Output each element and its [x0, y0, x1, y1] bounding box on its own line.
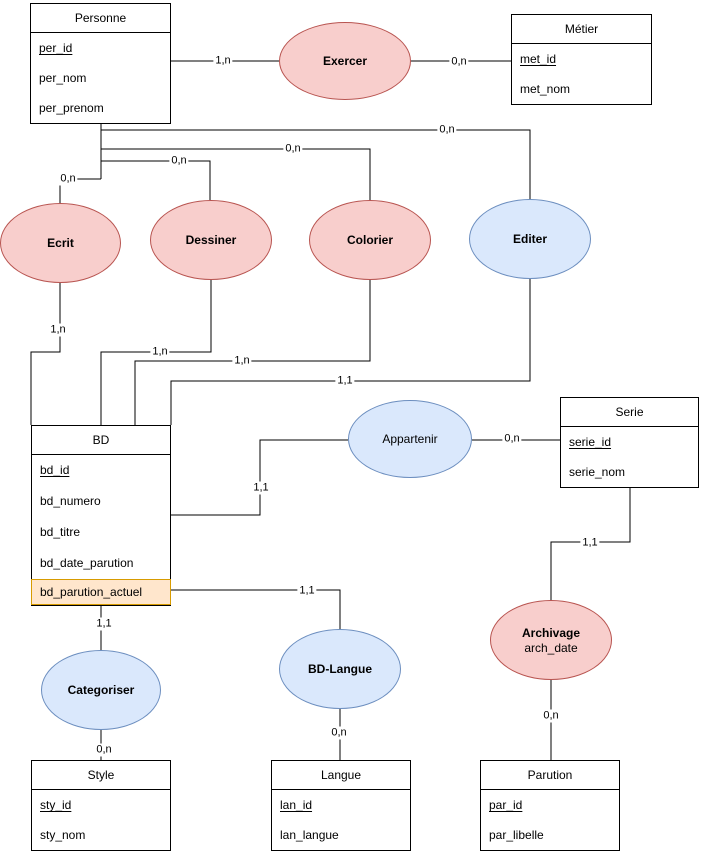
- cardinality-personne-editer: 0,n: [437, 123, 457, 137]
- entity-parution[interactable]: Parution par_id par_libelle: [480, 760, 620, 851]
- relation-categoriser[interactable]: Categoriser: [41, 650, 161, 730]
- entity-bd-title: BD: [32, 426, 170, 455]
- attr-lan-id: lan_id: [280, 798, 313, 812]
- cardinality-editer-bd: 1,1: [335, 374, 355, 388]
- cardinality-personne-ecrit: 0,n: [58, 172, 78, 186]
- attr-serie-nom: serie_nom: [569, 465, 626, 479]
- cardinality-exercer-metier: 0,n: [449, 55, 469, 69]
- relation-appartenir[interactable]: Appartenir: [348, 400, 472, 478]
- connector-colorier-bd: [134, 280, 371, 425]
- connector-personne-colorier: [101, 148, 371, 200]
- connector-ecrit-bd: [30, 283, 61, 425]
- cardinality-dessiner-bd: 1,n: [150, 345, 170, 359]
- attr-lan-langue: lan_langue: [280, 828, 339, 842]
- attr-bd-titre: bd_titre: [40, 525, 81, 539]
- relation-dessiner-label: Dessiner: [185, 232, 237, 247]
- relation-archivage[interactable]: Archivage arch_date: [490, 600, 612, 680]
- entity-langue[interactable]: Langue lan_id lan_langue: [271, 760, 411, 851]
- relation-exercer-label: Exercer: [322, 53, 368, 68]
- entity-langue-title: Langue: [272, 761, 410, 790]
- attr-bd-id: bd_id: [40, 463, 70, 477]
- entity-personne-title: Personne: [31, 4, 170, 33]
- connector-personne-dessiner: [101, 160, 211, 200]
- cardinality-bd-bdlangue: 1,1: [297, 584, 317, 598]
- cardinality-bdlangue-langue: 0,n: [329, 726, 349, 740]
- relation-editer-label: Editer: [512, 231, 547, 246]
- relation-appartenir-label: Appartenir: [382, 431, 438, 446]
- cardinality-colorier-bd: 1,n: [232, 354, 252, 368]
- relation-ecrit-label: Ecrit: [47, 235, 74, 250]
- attr-per-nom: per_nom: [39, 71, 87, 85]
- relation-bd-langue[interactable]: BD-Langue: [279, 629, 401, 709]
- connector-bd-appartenir: [171, 439, 348, 516]
- attr-sty-nom: sty_nom: [40, 828, 86, 842]
- cardinality-personne-exercer: 1,n: [213, 54, 233, 68]
- cardinality-appartenir-serie: 0,n: [502, 432, 522, 446]
- attr-bd-date-parution: bd_date_parution: [40, 556, 134, 570]
- cardinality-personne-dessiner: 0,n: [169, 154, 189, 168]
- entity-serie-title: Serie: [561, 398, 698, 427]
- cardinality-personne-colorier: 0,n: [283, 142, 303, 156]
- entity-serie[interactable]: Serie serie_id serie_nom: [560, 397, 699, 488]
- entity-parution-title: Parution: [481, 761, 619, 790]
- relation-bd-langue-label: BD-Langue: [308, 661, 372, 676]
- entity-metier-title: Métier: [512, 15, 651, 44]
- attr-bd-parution-actuel-highlighted: bd_parution_actuel: [31, 579, 171, 605]
- relation-exercer[interactable]: Exercer: [279, 22, 411, 100]
- relation-archivage-attribute: arch_date: [524, 640, 578, 655]
- attr-par-libelle: par_libelle: [489, 828, 544, 842]
- attr-sty-id: sty_id: [40, 798, 72, 812]
- connector-personne-editer: [101, 129, 531, 199]
- attr-met-id: met_id: [520, 52, 557, 66]
- relation-ecrit[interactable]: Ecrit: [0, 203, 121, 283]
- cardinality-bd-appartenir: 1,1: [251, 481, 271, 495]
- entity-metier[interactable]: Métier met_id met_nom: [511, 14, 652, 105]
- attr-per-id: per_id: [39, 41, 73, 55]
- cardinality-ecrit-bd: 1,n: [48, 323, 68, 337]
- connector-bd-bdlangue: [171, 589, 341, 629]
- cardinality-categoriser-style: 0,n: [94, 743, 114, 757]
- relation-colorier[interactable]: Colorier: [309, 200, 431, 280]
- attr-met-nom: met_nom: [520, 82, 571, 96]
- attr-bd-numero: bd_numero: [40, 494, 101, 508]
- attr-per-prenom: per_prenom: [39, 101, 104, 115]
- relation-archivage-label: Archivage: [521, 625, 581, 640]
- cardinality-bd-categoriser: 1,1: [94, 617, 114, 631]
- relation-colorier-label: Colorier: [346, 232, 393, 247]
- attr-par-id: par_id: [489, 798, 523, 812]
- relation-dessiner[interactable]: Dessiner: [150, 200, 272, 280]
- relation-editer[interactable]: Editer: [469, 199, 591, 279]
- relation-categoriser-label: Categoriser: [67, 682, 135, 697]
- connector-editer-bd: [170, 279, 531, 425]
- cardinality-archivage-parution: 0,n: [541, 709, 561, 723]
- entity-style-title: Style: [32, 761, 170, 790]
- attr-serie-id: serie_id: [569, 435, 612, 449]
- entity-personne[interactable]: Personne per_id per_nom per_prenom: [30, 3, 171, 124]
- entity-style[interactable]: Style sty_id sty_nom: [31, 760, 171, 851]
- cardinality-serie-archivage: 1,1: [580, 536, 600, 550]
- entity-bd[interactable]: BD bd_id bd_numero bd_titre bd_date_paru…: [31, 425, 171, 606]
